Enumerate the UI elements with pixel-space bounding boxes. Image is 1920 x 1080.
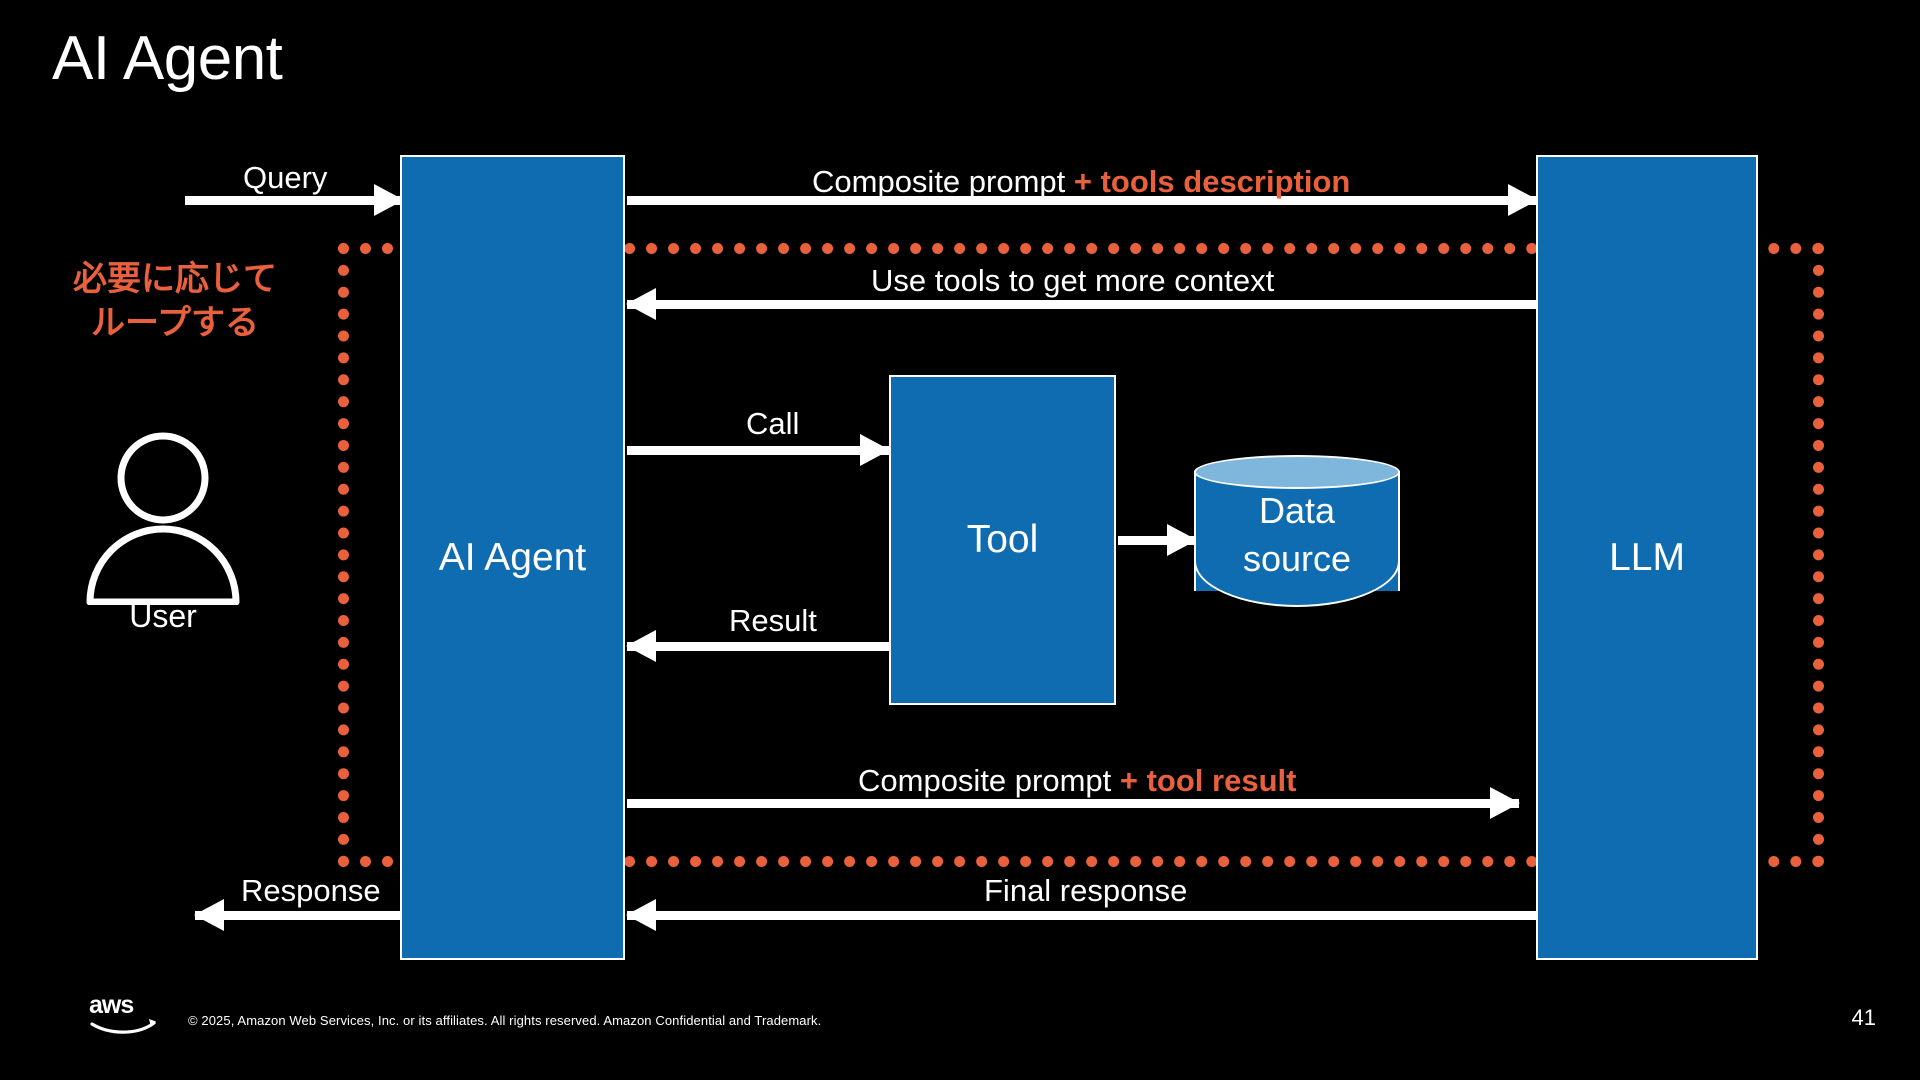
user-person-icon [78, 430, 248, 605]
user-label: User [129, 598, 197, 634]
node-data-source[interactable]: Data source [1194, 455, 1400, 607]
arrow-response-label-text: Response [241, 873, 381, 908]
arrow-call-head [860, 434, 890, 466]
node-tool[interactable]: Tool [889, 375, 1116, 705]
data-source-label-line-2: source [1242, 538, 1352, 579]
arrow-composite-prompt-tool-result-head [1490, 787, 1520, 819]
arrow-composite-prompt-tools-description-head [1508, 184, 1538, 216]
arrow-call-label-text: Call [746, 406, 800, 441]
arrow-response-head [194, 899, 224, 931]
arrow-composite-prompt-tool-result-label: Composite prompt + tool result [858, 765, 1296, 796]
arrow-final-response-label: Final response [984, 875, 1187, 906]
arrow-query-label: Query [243, 162, 327, 193]
arrow-composite-prompt-tools-description-label-accent: + tools description [1073, 164, 1351, 199]
data-source-label-line-1: Data [1258, 490, 1336, 532]
node-llm[interactable]: LLM [1536, 155, 1758, 960]
aws-logo: aws [88, 990, 160, 1036]
loop-boundary-box [338, 243, 1824, 867]
loop-caption: 必要に応じて ループする [40, 258, 310, 345]
arrow-result-label: Result [729, 605, 817, 636]
arrow-query-label-text: Query [243, 160, 328, 195]
arrow-composite-prompt-tool-result-label-text: Composite prompt [858, 763, 1120, 798]
arrow-composite-prompt-tool-result-label-accent: + tool result [1119, 763, 1297, 798]
arrow-final-response-label-text: Final response [984, 873, 1188, 908]
arrow-call-label: Call [746, 408, 799, 439]
arrow-composite-prompt-tools-description-label: Composite prompt + tools description [812, 166, 1350, 197]
footer-copyright: © 2025, Amazon Web Services, Inc. or its… [188, 1013, 822, 1028]
arrow-result-head [626, 630, 656, 662]
arrow-final-response-head [626, 899, 656, 931]
node-ai-agent[interactable]: AI Agent [400, 155, 625, 960]
arrow-tool-to-data-source-head [1167, 524, 1197, 556]
arrow-use-tools-to-get-more-context-label: Use tools to get more context [871, 265, 1274, 296]
arrow-response-shaft [195, 911, 403, 920]
arrow-use-tools-to-get-more-context-head [626, 288, 656, 320]
page-title: AI Agent [52, 24, 283, 93]
arrow-use-tools-to-get-more-context-label-text: Use tools to get more context [871, 263, 1275, 298]
data-source-label: Data source [1194, 475, 1400, 595]
arrow-use-tools-to-get-more-context-shaft [627, 300, 1537, 309]
data-source-cylinder-top [1194, 455, 1400, 489]
loop-caption-line-2: ループする [91, 303, 259, 342]
arrow-final-response-shaft [627, 911, 1537, 920]
svg-text:aws: aws [89, 991, 133, 1019]
page-number: 41 [1851, 1005, 1876, 1030]
loop-caption-line-1: 必要に応じて [73, 260, 277, 298]
arrow-composite-prompt-tools-description-label-text: Composite prompt [812, 164, 1074, 199]
arrow-composite-prompt-tools-description-shaft [627, 196, 1537, 205]
node-tool-label: Tool [966, 518, 1039, 561]
arrow-result-label-text: Result [729, 603, 817, 638]
arrow-query-head [374, 184, 404, 216]
node-ai-agent-label: AI Agent [438, 535, 587, 579]
arrow-composite-prompt-tool-result-shaft [627, 799, 1519, 808]
arrow-result-shaft [627, 642, 889, 651]
arrow-tool-to-data-source-shaft [1118, 536, 1196, 545]
arrow-response-label: Response [241, 875, 381, 906]
node-llm-label: LLM [1609, 535, 1685, 579]
arrow-call-shaft [627, 446, 889, 455]
arrow-query-shaft [185, 196, 403, 205]
